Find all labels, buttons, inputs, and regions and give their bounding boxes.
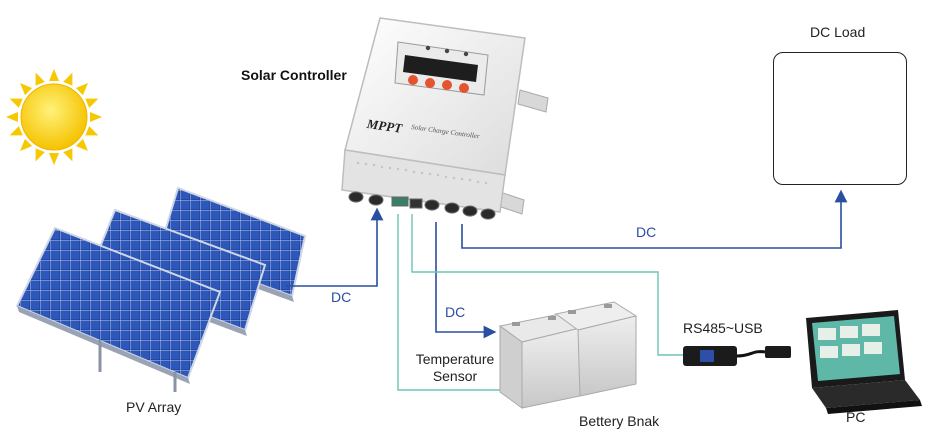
rs485-usb-adapter-icon xyxy=(683,346,791,366)
temp-sensor-line xyxy=(397,214,515,391)
dc-line-load xyxy=(461,189,848,249)
sun-icon xyxy=(6,69,102,165)
temperature-sensor-label-line2: Sensor xyxy=(432,368,478,384)
dc-load-line-label: DC xyxy=(636,224,657,240)
dc-battery-line-label: DC xyxy=(445,304,466,320)
pv-array-label: PV Array xyxy=(126,399,182,415)
dc-pv-line-label: DC xyxy=(331,289,352,305)
dc-load-label: DC Load xyxy=(810,24,866,40)
connection-lines xyxy=(286,189,848,391)
battery-bank-icon xyxy=(498,301,638,409)
dc-line-battery xyxy=(435,222,497,339)
solar-panel-front xyxy=(15,226,222,392)
pc-label: PC xyxy=(846,409,866,425)
dc-line-pv xyxy=(286,207,384,287)
pv-array-icon xyxy=(15,186,307,392)
temperature-sensor-label-line1: Temperature xyxy=(415,351,495,367)
pc-laptop-icon xyxy=(806,310,922,414)
rs485-line xyxy=(411,214,690,356)
battery-bank-label: Bettery Bnak xyxy=(579,413,660,429)
solar-controller-label: Solar Controller xyxy=(241,67,347,83)
rs485-usb-label: RS485~USB xyxy=(683,320,763,336)
dc-load-box xyxy=(773,52,907,185)
solar-controller-device xyxy=(341,17,549,220)
